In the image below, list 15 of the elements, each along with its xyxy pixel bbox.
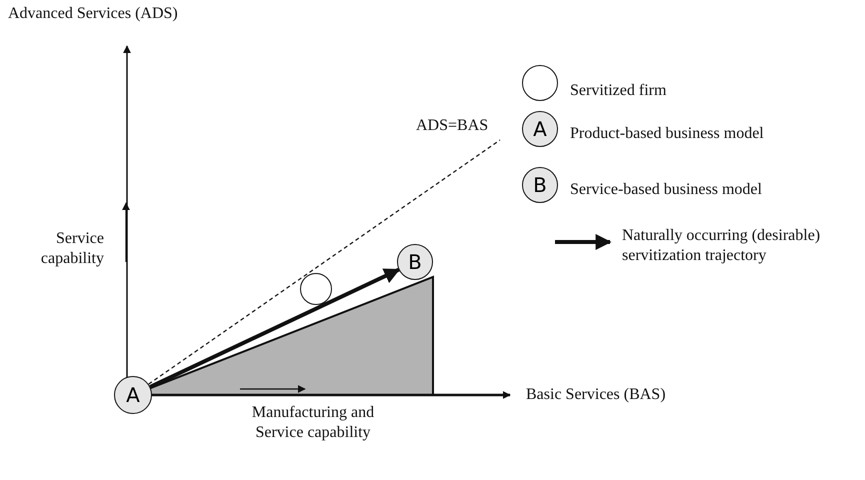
dashed-line	[148, 140, 500, 385]
legend-symbol-icon: A	[522, 111, 558, 147]
axis-title: Basic Services (BAS)	[526, 385, 667, 405]
legend-label: Servitized firm	[570, 82, 666, 99]
node-circle: A	[114, 376, 152, 414]
trajectory-arrow	[149, 268, 400, 389]
legend-label: Naturally occurring (desirable) servitization trajectory	[622, 227, 820, 264]
legend-symbol-icon: B	[522, 167, 558, 203]
axis-title: Advanced Services (ADS)	[8, 4, 179, 24]
legend-label: Product-based business model	[570, 125, 764, 142]
legend-label: Service-based business model	[570, 181, 762, 198]
node-circle: B	[397, 244, 433, 280]
axis-label: Manufacturing and Service capability	[250, 403, 376, 443]
firm-circle	[300, 273, 332, 305]
axis-label: Service capability	[40, 229, 104, 269]
